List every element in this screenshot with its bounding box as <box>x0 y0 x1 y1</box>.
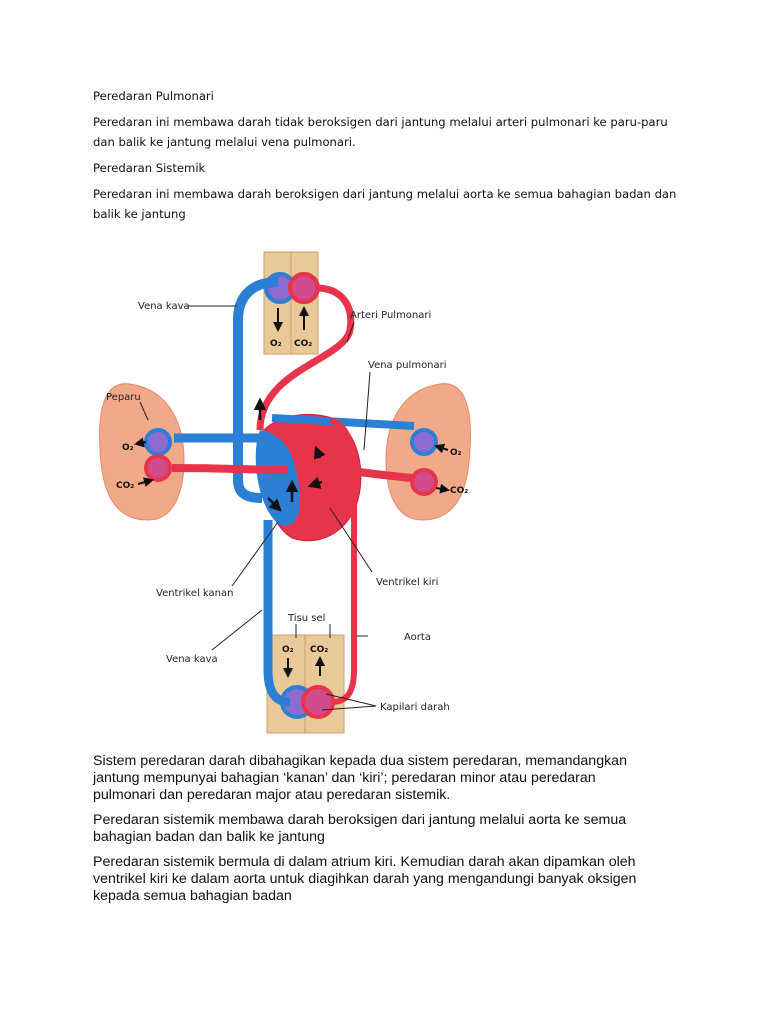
aorta-vessel <box>328 417 357 705</box>
heart-right-side <box>255 430 301 526</box>
left-lung-o2-label: O₂ <box>122 443 134 453</box>
label-peparu: Peparu <box>106 392 141 403</box>
body-co2-label: CO₂ <box>310 645 328 655</box>
left-lung <box>99 383 185 521</box>
body-paragraph-1: Sistem peredaran darah dibahagikan kepad… <box>93 753 627 803</box>
label-kapilari-darah: Kapilari darah <box>380 702 450 713</box>
right-lung-capillary-top <box>410 428 438 456</box>
heading-systemic-circulation: Peredaran Sistemik <box>93 161 206 175</box>
pulmonary-vein-from-lungs <box>171 462 413 482</box>
paragraph-pulmonary-circulation: Peredaran ini membawa darah tidak beroks… <box>93 115 668 149</box>
left-lung-capillary-bottom <box>144 454 172 482</box>
pulmonary-artery-to-lungs <box>174 414 415 443</box>
head-co2-label: CO₂ <box>294 339 312 349</box>
body-paragraph-3: Peredaran sistemik bermula di dalam atri… <box>93 854 637 904</box>
label-vena-pulmonari: Vena pulmonari <box>368 360 447 371</box>
right-lung-o2-label: O₂ <box>450 448 462 458</box>
label-aorta: Aorta <box>404 632 431 643</box>
vena-kava-upper <box>233 277 279 503</box>
label-tisu-sel: Tisu sel <box>287 613 325 624</box>
body-capillary-right <box>301 685 335 719</box>
circulation-diagram: O₂ CO₂ O₂ CO₂ O₂ CO₂ O₂ CO₂ <box>92 230 478 742</box>
heading-pulmonary-circulation: Peredaran Pulmonari <box>93 89 214 103</box>
circulation-diagram-svg: O₂ CO₂ O₂ CO₂ O₂ CO₂ O₂ CO₂ <box>99 251 471 734</box>
label-ventrikel-kiri: Ventrikel kiri <box>376 577 438 588</box>
head-capillary-right <box>288 272 320 304</box>
left-lung-co2-label: CO₂ <box>116 481 134 491</box>
label-vena-kava-bottom: Vena kava <box>166 654 218 665</box>
paragraph-systemic-circulation: Peredaran ini membawa darah beroksigen d… <box>93 187 677 221</box>
label-arteri-pulmonari: Arteri Pulmonari <box>350 310 431 321</box>
head-o2-label: O₂ <box>270 339 282 349</box>
label-ventrikel-kanan: Ventrikel kanan <box>156 588 233 599</box>
arteri-pulmonari-vessel <box>256 284 355 431</box>
body-o2-label: O₂ <box>282 645 294 655</box>
label-vena-kava-top: Vena kava <box>138 301 190 312</box>
body-paragraph-2: Peredaran sistemik membawa darah beroksi… <box>93 812 627 845</box>
right-lung-co2-label: CO₂ <box>450 486 468 496</box>
left-lung-capillary-top <box>144 428 172 456</box>
right-lung-capillary-bottom <box>410 468 438 496</box>
vena-kava-lower <box>263 520 291 707</box>
